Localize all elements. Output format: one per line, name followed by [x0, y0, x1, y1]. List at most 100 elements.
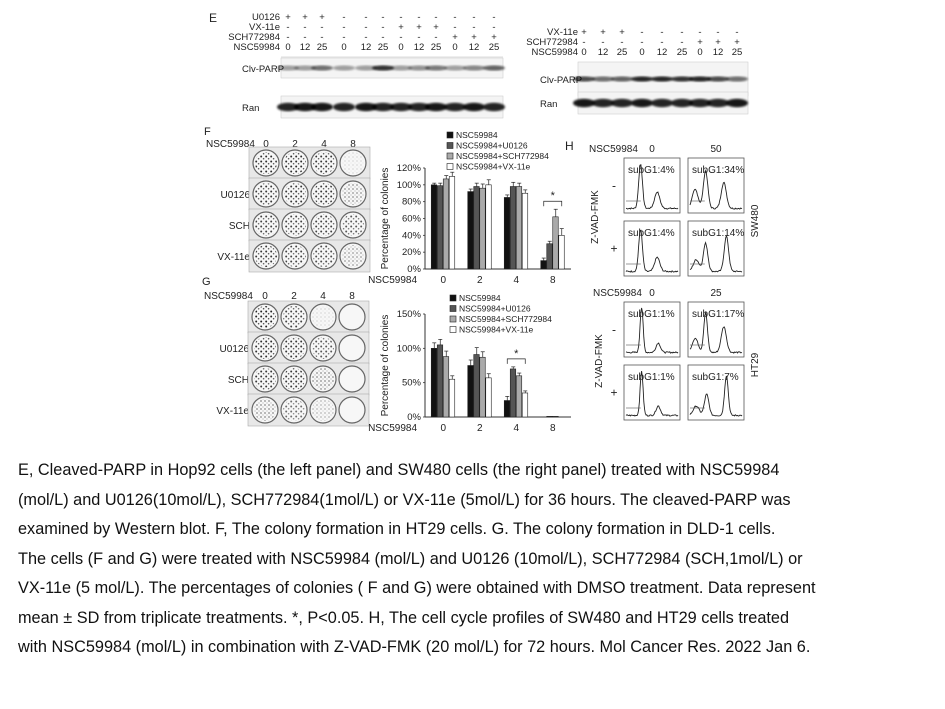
treatment-sign: - — [364, 22, 367, 33]
histogram-frame — [623, 220, 681, 277]
blot-left: U0126+++---------VX-11e------+++---SCH77… — [228, 12, 505, 119]
caption-line: examined by Western blot. F, The colony … — [18, 520, 776, 538]
histogram-trace — [689, 234, 743, 273]
bar — [521, 192, 529, 270]
colony-fill — [342, 183, 364, 205]
histogram-frame — [687, 157, 745, 214]
colony-fill — [254, 337, 276, 359]
treatment-sign: - — [582, 37, 585, 48]
legend-label: NSC59984+U0126 — [459, 304, 531, 314]
blot-band — [726, 76, 748, 82]
treatment-sign: - — [434, 12, 437, 23]
bar — [442, 356, 450, 418]
colony-fill — [312, 399, 334, 421]
y-tick-label: 0% — [407, 264, 421, 275]
treatment-sign: - — [612, 179, 616, 193]
panel-g-top-label: NSC59984 — [204, 291, 253, 302]
treatment-sign: - — [342, 12, 345, 23]
colony-fill — [255, 152, 277, 174]
treatment-sign: + — [581, 27, 587, 38]
legend-swatch — [446, 131, 454, 139]
treatment-sign: - — [417, 12, 420, 23]
treatment-sign: - — [472, 22, 475, 33]
bar-chart-f: 0%20%40%60%80%100%120%Percentage of colo… — [368, 130, 571, 286]
histogram-trace — [625, 371, 679, 417]
y-tick-label: 0% — [407, 412, 421, 423]
y-tick-label: 50% — [402, 378, 422, 389]
bar — [430, 184, 438, 270]
histogram-trace — [625, 229, 679, 273]
caption-line: VX-11e (5 mol/L). The percentages of col… — [18, 579, 816, 597]
treatment-sign: 12 — [414, 42, 425, 53]
treatment-sign: 12 — [361, 42, 372, 53]
treatment-sign: + — [619, 27, 625, 38]
treatment-sign: - — [303, 22, 306, 33]
treatment-sign: - — [680, 27, 683, 38]
treatment-sign: - — [453, 22, 456, 33]
treatment-sign: 25 — [732, 47, 743, 58]
x-tick-label: 4 — [513, 275, 519, 286]
treatment-sign: - — [342, 22, 345, 33]
band-label: Clv-PARP — [540, 75, 582, 86]
colony-fill — [255, 214, 277, 236]
treatment-sign: - — [698, 27, 701, 38]
treatment-sign: 12 — [598, 47, 609, 58]
colony-fill — [312, 368, 334, 390]
colony-fill — [254, 368, 276, 390]
x-axis-label: NSC59984 — [368, 275, 417, 286]
legend-swatch — [449, 315, 457, 323]
flow-dose-value: 25 — [710, 288, 722, 299]
flow-dose-value: 0 — [649, 144, 655, 155]
bar — [448, 378, 456, 418]
treatment-sign: - — [640, 37, 643, 48]
panel-f-letter: F — [204, 126, 211, 138]
significance-star: * — [551, 190, 556, 202]
subg1-label: subG1:1% — [628, 309, 675, 320]
figure-caption: E, Cleaved-PARP in Hop92 cells (the left… — [18, 456, 933, 663]
blot-band — [651, 76, 673, 82]
z-vad-label: Z-VAD-FMK — [594, 334, 605, 388]
treatment-sign: - — [303, 32, 306, 43]
legend-swatch — [449, 294, 457, 302]
blot-band — [671, 76, 693, 82]
bar — [430, 348, 438, 418]
blot-band — [483, 102, 505, 112]
treatment-sign: - — [612, 323, 616, 337]
blot-band — [390, 102, 412, 112]
blot-band — [444, 102, 466, 112]
x-tick-label: 0 — [440, 423, 446, 434]
treatment-sign: + — [471, 32, 477, 43]
blot-band — [463, 65, 485, 71]
caption-line: with NSC59984 (mol/L) in combination wit… — [18, 638, 811, 656]
treatment-sign: 0 — [285, 42, 290, 53]
treatment-sign: 12 — [657, 47, 668, 58]
culture-plate — [338, 334, 366, 362]
legend-label: NSC59984+U0126 — [456, 141, 528, 151]
treatment-sign: - — [286, 32, 289, 43]
legend-label: NSC59984 — [456, 130, 498, 140]
bar — [448, 176, 456, 270]
colony-fill — [312, 337, 334, 359]
colony-fill — [255, 245, 277, 267]
blot-band — [573, 76, 595, 82]
blot-band — [689, 98, 711, 108]
treatment-sign: 25 — [617, 47, 628, 58]
treatment-sign: 0 — [452, 42, 457, 53]
subg1-label: subG1:7% — [692, 372, 739, 383]
legend-swatch — [446, 152, 454, 160]
treatment-sign: - — [472, 12, 475, 23]
blot-band — [355, 102, 377, 112]
treatment-sign: 0 — [341, 42, 346, 53]
bar — [509, 368, 517, 418]
treatment-sign: 25 — [378, 42, 389, 53]
caption-line: The cells (F and G) were treated with NS… — [18, 549, 803, 568]
treatment-sign: 12 — [300, 42, 311, 53]
flow-dose-label: NSC59984 — [593, 288, 642, 299]
treatment-sign: - — [434, 32, 437, 43]
histogram-trace — [689, 169, 743, 210]
figure: E U0126+++---------VX-11e------+++---SCH… — [202, 11, 761, 434]
histogram-frame — [623, 364, 681, 421]
blot-band — [671, 98, 693, 108]
blot-band — [611, 98, 633, 108]
